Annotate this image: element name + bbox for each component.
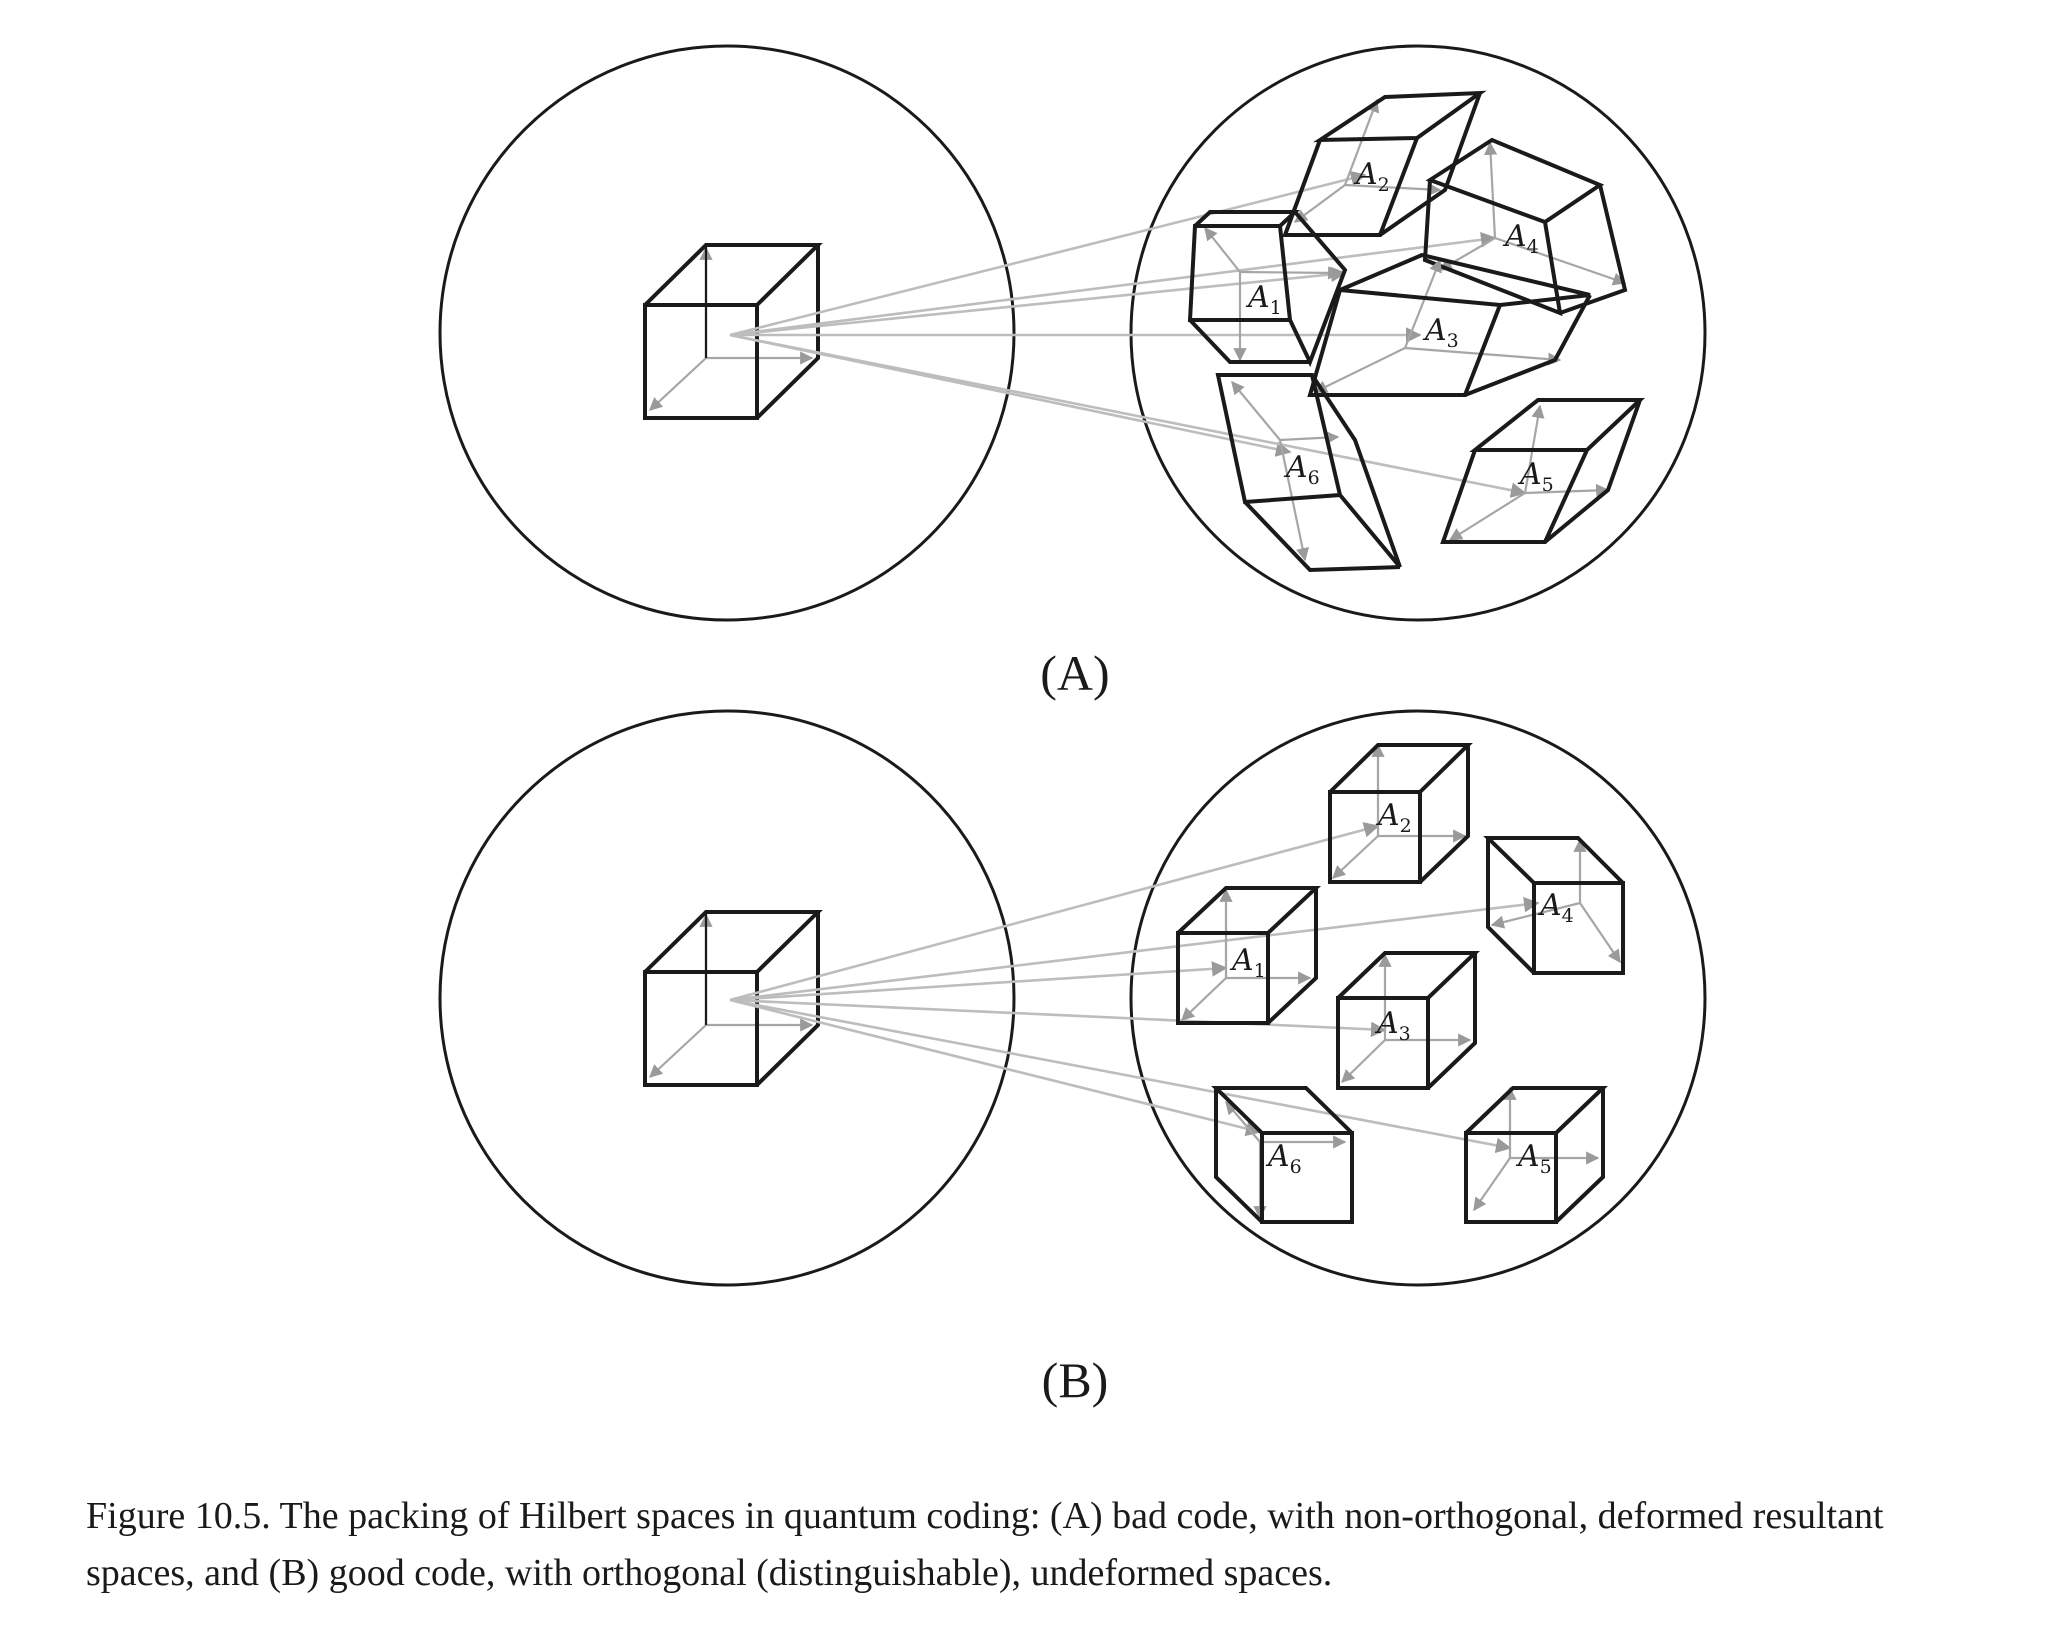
subspace-label-b6: A6	[1265, 1139, 1302, 1178]
input-space-circle-b	[438, 709, 1016, 1287]
subspace-b5: A5	[1464, 1086, 1608, 1224]
mapping-rays-b	[729, 822, 1540, 1154]
subspace-label-b5: A5	[1515, 1139, 1552, 1178]
panel-label-a: (A)	[1040, 645, 1109, 701]
subspace-b4: A4	[1483, 836, 1625, 975]
subspace-a1: A1	[1187, 210, 1348, 368]
subspace-label-b3: A3	[1374, 1006, 1411, 1045]
panel-b: A2 A4 A1 A3 A6	[438, 709, 1707, 1408]
subspace-label-b4: A4	[1537, 888, 1574, 927]
subspace-label-a2: A2	[1353, 157, 1390, 196]
subspace-a4: A4	[1422, 137, 1628, 317]
subspace-label-a3: A3	[1422, 313, 1459, 352]
subspace-b3: A3	[1336, 951, 1480, 1090]
subspace-label-a1: A1	[1245, 280, 1282, 319]
figure-caption: Figure 10.5. The packing of Hilbert spac…	[86, 1495, 1884, 1594]
subspace-label-b1: A1	[1229, 943, 1266, 982]
output-space-circle-a	[1129, 44, 1707, 622]
panel-a: A2 A4 A1 A3 A6	[438, 44, 1707, 701]
subspace-b1: A1	[1176, 886, 1322, 1025]
source-cube-b	[643, 910, 823, 1087]
panel-label-b: (B)	[1042, 1352, 1109, 1408]
subspace-label-a5: A5	[1517, 457, 1554, 496]
input-space-circle-a	[438, 44, 1016, 622]
subspace-label-a6: A6	[1283, 450, 1320, 489]
mapping-rays-a	[729, 170, 1527, 498]
subspace-b2: A2	[1328, 743, 1473, 884]
output-space-circle-b	[1129, 709, 1707, 1287]
subspace-label-a4: A4	[1502, 219, 1539, 258]
subspace-b6: A6	[1211, 1086, 1354, 1224]
subspace-a2: A2	[1282, 90, 1487, 237]
subspace-a3: A3	[1307, 252, 1592, 397]
subspace-a5: A5	[1440, 398, 1646, 544]
subspace-label-b2: A2	[1375, 798, 1412, 837]
source-cube-a	[643, 243, 823, 420]
subspace-a6: A6	[1215, 373, 1402, 573]
